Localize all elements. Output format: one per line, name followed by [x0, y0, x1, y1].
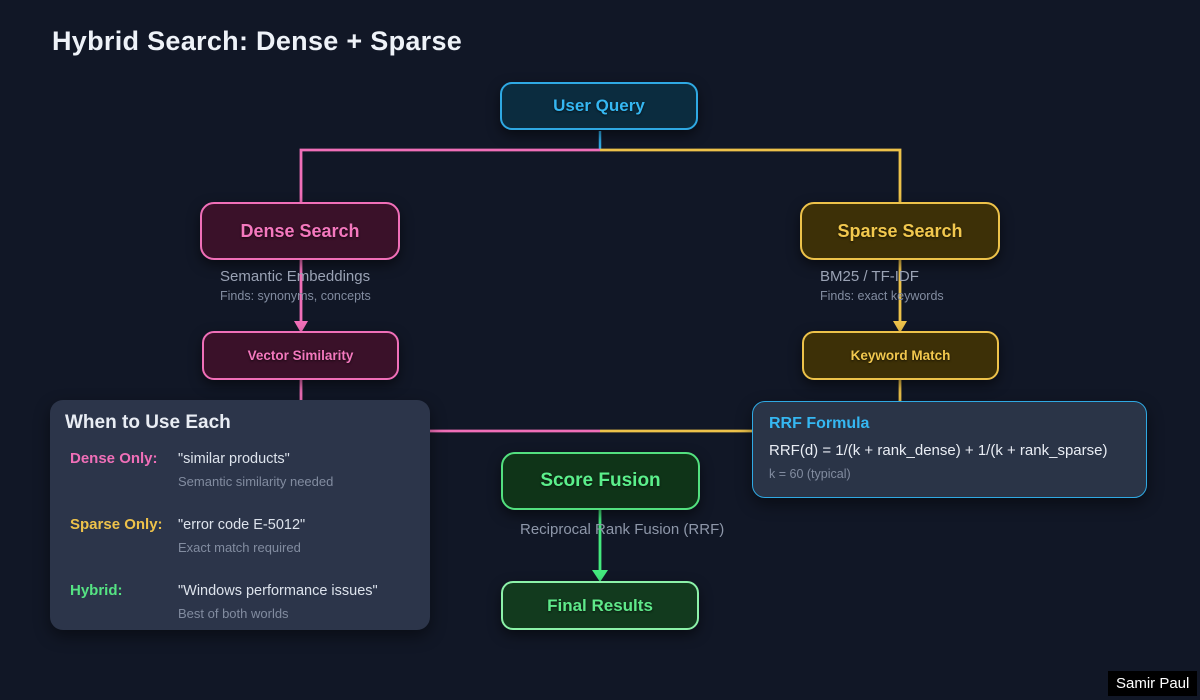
when-dense-note: Semantic similarity needed [178, 474, 334, 489]
arrowhead-vector-similarity [294, 321, 308, 333]
node-dense-search-label: Dense Search [240, 220, 360, 241]
node-keyword-match: Keyword Match [802, 331, 999, 380]
when-hybrid-label: Hybrid: [70, 582, 123, 599]
when-hybrid-example: "Windows performance issues" [178, 583, 378, 599]
node-sparse-search-label: Sparse Search [837, 220, 963, 241]
when-dense-example: "similar products" [178, 451, 290, 467]
dense-search-description: Semantic Embeddings Finds: synonyms, con… [220, 269, 371, 303]
node-user-query: User Query [500, 82, 698, 130]
node-final-results-label: Final Results [547, 595, 653, 615]
rrf-k-note: k = 60 (typical) [769, 467, 851, 481]
sparse-desc-line1: BM25 / TF-IDF [820, 268, 919, 285]
node-vector-similarity: Vector Similarity [202, 331, 399, 380]
when-sparse-label: Sparse Only: [70, 516, 163, 533]
arrowhead-final-results [592, 570, 608, 582]
node-vector-similarity-label: Vector Similarity [247, 348, 354, 363]
when-sparse-example: "error code E-5012" [178, 517, 306, 533]
rrf-formula-panel: RRF Formula RRF(d) = 1/(k + rank_dense) … [752, 401, 1147, 498]
node-user-query-label: User Query [553, 96, 645, 115]
page-title: Hybrid Search: Dense + Sparse [52, 26, 463, 56]
score-fusion-caption: Reciprocal Rank Fusion (RRF) [520, 521, 725, 538]
node-score-fusion-label: Score Fusion [540, 470, 661, 491]
node-dense-search: Dense Search [200, 202, 400, 260]
node-final-results: Final Results [501, 581, 699, 630]
when-row-sparse: Sparse Only: "error code E-5012" Exact m… [70, 516, 418, 555]
when-to-use-panel: When to Use Each Dense Only: "similar pr… [50, 400, 430, 630]
when-row-dense: Dense Only: "similar products" Semantic … [70, 450, 418, 489]
when-hybrid-note: Best of both worlds [178, 606, 289, 621]
author-watermark: Samir Paul [1108, 671, 1198, 696]
rrf-formula-text: RRF(d) = 1/(k + rank_dense) + 1/(k + ran… [769, 442, 1108, 459]
node-keyword-match-label: Keyword Match [850, 348, 951, 363]
edge-query-to-sparse [600, 148, 902, 203]
rrf-panel-title: RRF Formula [769, 415, 870, 432]
when-dense-label: Dense Only: [70, 450, 158, 467]
sparse-desc-line2: Finds: exact keywords [820, 289, 944, 303]
dense-desc-line2: Finds: synonyms, concepts [220, 289, 371, 303]
when-sparse-note: Exact match required [178, 540, 301, 555]
when-row-hybrid: Hybrid: "Windows performance issues" Bes… [70, 582, 418, 621]
node-score-fusion: Score Fusion [501, 452, 700, 510]
dense-desc-line1: Semantic Embeddings [220, 268, 371, 285]
when-panel-title: When to Use Each [65, 412, 231, 433]
sparse-search-description: BM25 / TF-IDF Finds: exact keywords [820, 269, 944, 303]
arrowhead-keyword-match [893, 321, 907, 333]
node-sparse-search: Sparse Search [800, 202, 1000, 260]
edge-query-to-dense [299, 148, 600, 203]
